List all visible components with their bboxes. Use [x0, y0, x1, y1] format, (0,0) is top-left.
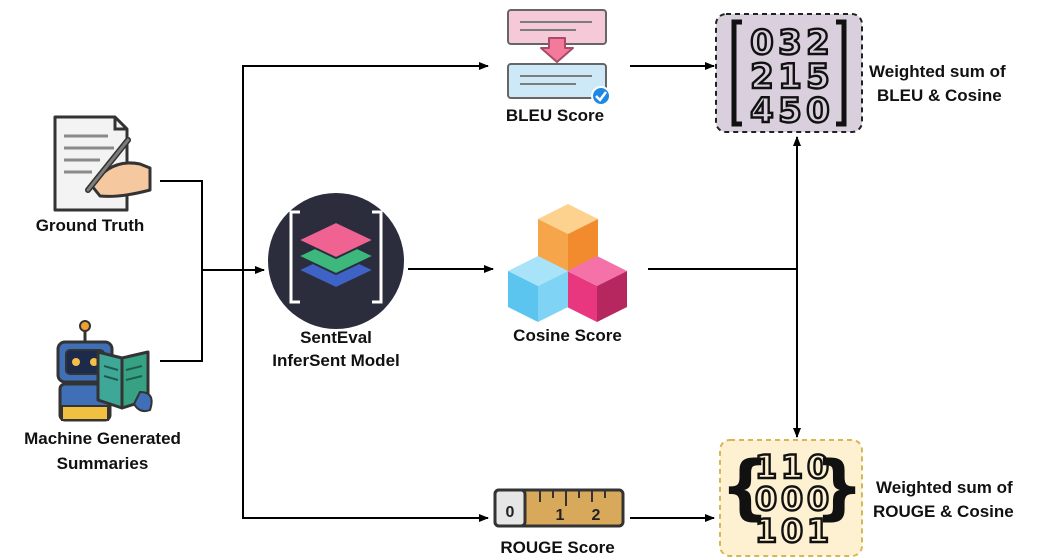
rouge-score-label: ROUGE Score	[500, 538, 615, 557]
bleu-cell-2-1: 5	[778, 91, 802, 131]
bleu-cell-1-2: 5	[806, 57, 830, 97]
rouge-cell-2-1: 0	[781, 512, 803, 550]
machine-summaries-label-line2: Summaries	[56, 454, 149, 473]
bleu-cell-2-2: 0	[806, 91, 830, 131]
edge-summaries-merge	[160, 270, 203, 362]
weighted-bleu-matrix: 0 3 2 2 1 5 4 5 0	[715, 13, 863, 133]
model-label-line2: InferSent Model	[272, 351, 400, 370]
weighted-bleu-label-line1: Weighted sum of	[869, 62, 1006, 81]
bleu-cell-0-2: 2	[806, 23, 830, 63]
ruler-tick-2: 2	[592, 507, 601, 524]
rouge-cell-0-2: 0	[807, 448, 829, 486]
bleu-score-label: BLEU Score	[505, 106, 605, 125]
weighted-bleu-label-line2: BLEU & Cosine	[877, 86, 1002, 105]
ruler-tick-1: 1	[556, 507, 565, 524]
model-label-line1: SentEval	[300, 328, 372, 347]
bleu-cell-2-0: 4	[750, 91, 774, 131]
layers-icon	[268, 193, 404, 329]
weighted-rouge-label-line1: Weighted sum of	[876, 478, 1013, 497]
edge-to-rouge	[242, 270, 489, 522]
svg-text:}: }	[814, 446, 864, 528]
rouge-cell-2-0: 1	[755, 512, 777, 550]
bleu-cell-1-1: 1	[778, 57, 802, 97]
rouge-cell-0-1: 1	[781, 448, 803, 486]
cubes-icon	[508, 204, 627, 322]
weighted-rouge-matrix: { } 1 1 0 0 0 0 1 0 1	[719, 439, 864, 557]
edge-groundtruth-merge	[160, 180, 203, 270]
bleu-cell-0-0: 0	[750, 23, 774, 63]
cosine-score-label: Cosine Score	[513, 326, 622, 345]
weighted-rouge-label-line2: ROUGE & Cosine	[873, 502, 1014, 521]
ruler-tick-0: 0	[506, 504, 515, 521]
ground-truth-label: Ground Truth	[35, 216, 145, 235]
rouge-cell-2-2: 1	[807, 512, 829, 550]
ruler-icon: 0 1 2	[493, 488, 625, 528]
edge-to-bleu	[242, 62, 489, 270]
robot-reading-icon	[56, 320, 153, 422]
connectors	[160, 62, 801, 522]
machine-summaries-label-line1: Machine Generated	[24, 429, 181, 448]
bleu-cell-1-0: 2	[750, 57, 774, 97]
rouge-cell-1-0: 0	[755, 480, 777, 518]
rouge-cell-1-2: 0	[807, 480, 829, 518]
document-pen-icon	[53, 115, 152, 212]
document-compare-icon	[507, 9, 611, 106]
rouge-cell-1-1: 0	[781, 480, 803, 518]
bleu-cell-0-1: 3	[778, 23, 802, 63]
rouge-cell-0-0: 1	[755, 448, 777, 486]
svg-text:{: {	[720, 446, 770, 528]
